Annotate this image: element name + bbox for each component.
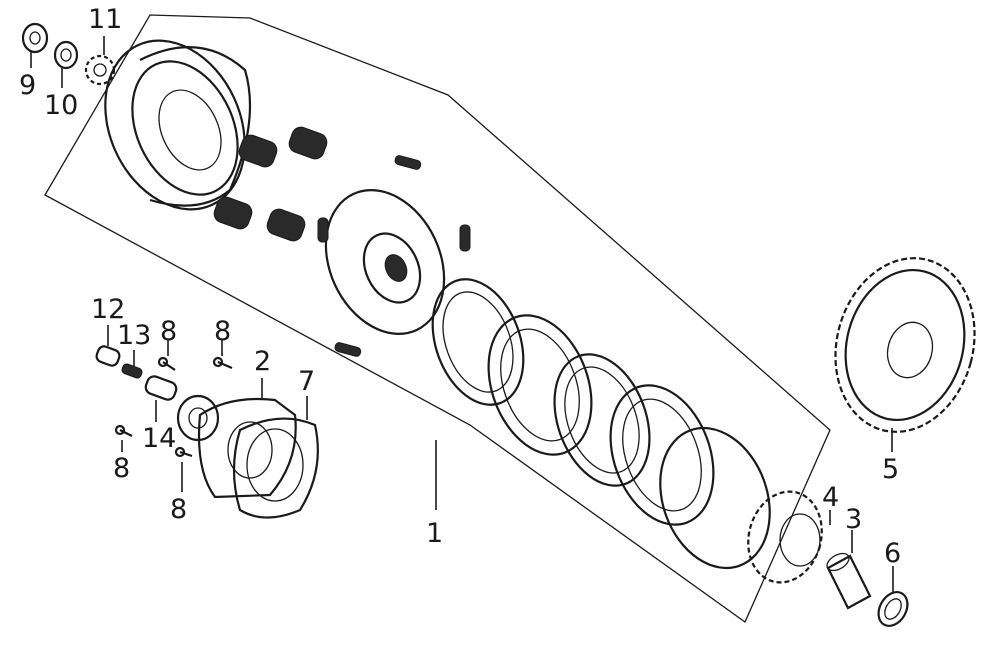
clutch-outer-housing [104, 39, 252, 211]
callout-6: 6 [884, 538, 902, 569]
screws-8 [114, 356, 233, 458]
primary-drive-gear [747, 490, 823, 584]
primary-driven-gear [834, 257, 976, 433]
callout-4: 4 [822, 482, 840, 513]
clutch-springs [213, 126, 328, 242]
callout-11: 11 [88, 4, 123, 35]
callout-7: 7 [298, 366, 316, 397]
lock-washer-11 [84, 54, 116, 86]
callout-8-c: 8 [113, 453, 131, 484]
leader-lines [30, 36, 894, 592]
washer-10 [53, 40, 79, 70]
callout-8-b: 8 [214, 316, 232, 347]
nut-9 [21, 22, 49, 54]
clutch-plates [431, 278, 771, 570]
callout-9: 9 [19, 70, 37, 101]
pin-12 [95, 345, 121, 367]
collar-14 [144, 375, 178, 401]
assembly-1-outline [44, 14, 831, 623]
callout-5: 5 [882, 454, 900, 485]
callout-13: 13 [117, 320, 152, 351]
washer-6 [877, 591, 909, 627]
callout-8-d: 8 [170, 494, 188, 525]
clutch-cover-2 [197, 397, 297, 499]
spring-13 [121, 363, 143, 379]
needle-bearing [826, 552, 872, 610]
callout-1: 1 [426, 518, 444, 549]
callout-8-a: 8 [160, 316, 178, 347]
callout-12: 12 [91, 294, 126, 325]
callout-14: 14 [142, 423, 177, 454]
callout-3: 3 [845, 504, 863, 535]
callout-2: 2 [254, 346, 272, 377]
callout-10: 10 [44, 90, 79, 121]
gasket-7 [232, 417, 319, 519]
clutch-center-hub [317, 155, 471, 357]
